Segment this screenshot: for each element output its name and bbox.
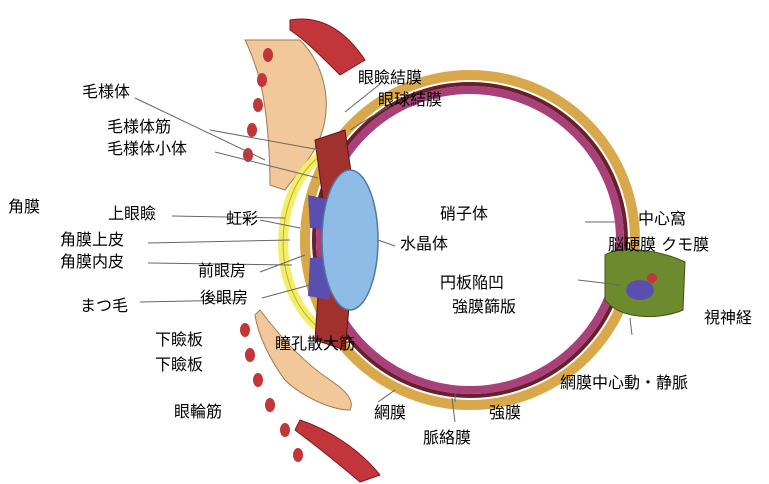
label-optic-nerve: 視神経 [704,310,752,326]
label-choroid: 脈絡膜 [423,430,471,446]
label-corneal-epithelium: 角膜上皮 [60,232,124,248]
label-eyelid-conjunctiva: 眼瞼結膜 [358,70,422,86]
lens-shape [322,170,378,310]
label-lower-tarsus-1: 下瞼板 [155,332,203,348]
label-posterior-chamber: 後眼房 [200,290,248,306]
label-orbicularis: 眼輪筋 [174,404,222,420]
label-pupil-dilator: 瞳孔散大筋 [275,336,355,352]
label-central-retinal-vessels: 網膜中心動・静脈 [560,375,688,391]
label-bulbar-conjunctiva: 眼球結膜 [378,92,442,108]
label-anterior-chamber: 前眼房 [198,263,246,279]
label-sclera: 強膜 [489,405,521,421]
label-optic-disc: 円板陥凹 [440,275,504,291]
label-upper-eyelid: 上眼瞼 [108,206,156,222]
label-fovea: 中心窩 [638,211,686,227]
label-lower-tarsus-2: 下瞼板 [155,357,203,373]
label-eyelashes: まつ毛 [80,298,128,314]
label-iris: 虹彩 [226,211,258,227]
label-dura-arachnoid: 脳硬膜 クモ膜 [608,237,709,253]
label-zonule: 毛様体小体 [107,141,187,157]
label-vitreous: 硝子体 [440,206,488,222]
label-corneal-endothelium: 角膜内皮 [60,254,124,270]
lower-muscle [295,420,380,482]
label-lamina-cribrosa: 強膜篩版 [452,299,516,315]
label-lens: 水晶体 [400,236,448,252]
label-ciliary-body: 毛様体 [82,84,130,100]
label-retina: 網膜 [374,405,406,421]
label-ciliary-muscle: 毛様体筋 [107,119,171,135]
label-cornea: 角膜 [8,199,40,215]
